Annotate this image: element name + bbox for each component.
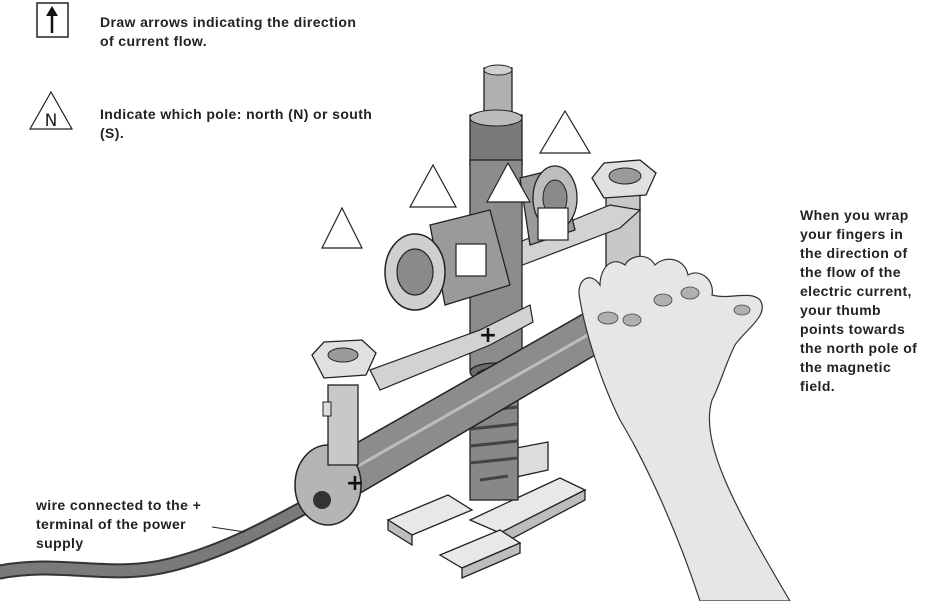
pole-triangle-2[interactable] — [408, 163, 458, 208]
arrow-box-2[interactable] — [537, 207, 569, 241]
legend-arrow-box — [36, 2, 69, 38]
arrow-box-1[interactable] — [455, 243, 487, 277]
wire-label-leader — [211, 526, 246, 533]
hand-illustration — [578, 255, 791, 601]
pole-triangle-4[interactable] — [538, 109, 592, 154]
plus-sign-rod: + — [346, 471, 364, 496]
legend-pole-text: Indicate which pole: north (N) or south … — [100, 106, 373, 141]
right-hand-rule-text: When you wrap your fingers in the direct… — [800, 207, 918, 394]
legend-pole-symbol: N — [45, 111, 58, 131]
legend-pole-triangle: N — [28, 90, 74, 131]
left-post — [311, 339, 377, 466]
wire-label: wire connected to the + terminal of the … — [36, 497, 202, 551]
legend-arrow-text: Draw arrows indicating the direction of … — [100, 14, 357, 49]
pole-triangle-1[interactable] — [321, 206, 363, 249]
left-clip — [369, 304, 534, 391]
pole-triangle-3[interactable] — [485, 161, 532, 203]
plus-sign-core: + — [479, 323, 497, 348]
